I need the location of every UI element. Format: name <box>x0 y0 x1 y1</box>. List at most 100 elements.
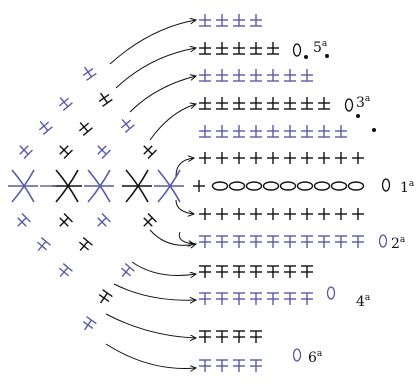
row-4-blue-stitch-2 <box>216 292 228 305</box>
chain-5 <box>279 181 297 191</box>
slip-stitch-dot-4 <box>372 128 376 132</box>
row-6-blue-stitch-4 <box>250 359 262 372</box>
upper-angled-stitch-3 <box>38 120 53 135</box>
row-2-blue-stitch-9 <box>335 235 347 248</box>
row-2-blue-stitch-4 <box>250 235 262 248</box>
row-top-b-stitch-1 <box>199 69 211 82</box>
row-bottom-black-b-stitch-3 <box>233 330 245 343</box>
row-top-c-stitch-5 <box>267 125 279 138</box>
row-3-black-stitch-6 <box>284 97 296 110</box>
row-2-blue-stitch-3 <box>233 235 245 248</box>
row-4-blue-stitch-3 <box>233 292 245 305</box>
curved-arrow-8 <box>131 261 196 276</box>
row-top-c-stitch-9 <box>335 125 347 138</box>
row-top-c-stitch-4 <box>250 125 262 138</box>
row-label-5-num: 5 <box>313 40 322 56</box>
row-upper-plus-stitch-5 <box>267 152 279 164</box>
lower-angled-stitch-9 <box>120 263 135 278</box>
curved-arrow-9 <box>113 283 196 300</box>
row-label-5: 5a <box>313 39 328 56</box>
row-5-black-stitch-5 <box>267 42 279 55</box>
curved-arrow-12 <box>178 231 194 244</box>
row-label-6-suffix: a <box>317 349 323 359</box>
row-2-blue-stitch-10 <box>352 235 364 248</box>
upper-angled-stitch-1 <box>82 66 97 81</box>
lower-angled-stitch-3 <box>58 263 73 278</box>
row-top-c-stitch-1 <box>199 125 211 138</box>
row-top-a-stitch-3 <box>233 14 245 27</box>
row-4-blue-stitch-1 <box>199 292 211 305</box>
row-upper-plus-stitch-6 <box>284 152 296 164</box>
curved-arrow-3 <box>129 76 196 113</box>
row-lower-plus-stitch-4 <box>250 208 262 220</box>
row-lower-plus-stitch-10 <box>352 208 364 220</box>
row-upper-plus-stitch-2 <box>216 152 228 164</box>
lower-angled-stitch-6 <box>78 237 93 252</box>
turning-chain-1 <box>381 178 391 192</box>
row-6-blue-stitch-1 <box>199 359 211 372</box>
row-lower-plus-stitch-7 <box>301 208 313 220</box>
row-label-1: 1a <box>400 179 415 196</box>
upper-angled-stitch-4 <box>19 145 33 159</box>
row-6-blue-stitch-3 <box>233 359 245 372</box>
turning-chain-4 <box>326 286 336 300</box>
curved-arrow-5 <box>175 158 194 177</box>
row-3-black-stitch-8 <box>318 97 330 110</box>
row-top-c-stitch-8 <box>318 125 330 138</box>
row-upper-plus-stitch-7 <box>301 152 313 164</box>
slip-stitch-dot-2 <box>325 54 329 58</box>
turning-chain-5 <box>292 43 302 57</box>
row-top-a-stitch-2 <box>216 14 228 27</box>
row-label-6: 6a <box>308 349 323 366</box>
row-upper-plus-stitch-10 <box>352 152 364 164</box>
row-top-a-stitch-1 <box>199 14 211 27</box>
foundation-start-stitch <box>193 180 205 192</box>
row-top-c-stitch-3 <box>233 125 245 138</box>
curved-arrow-2 <box>115 48 196 89</box>
chain-1 <box>211 181 229 191</box>
row-upper-plus-stitch-4 <box>250 152 262 164</box>
slip-stitch-dot-1 <box>304 55 308 59</box>
lower-angled-stitch-7 <box>98 289 113 304</box>
turning-chain-3 <box>344 98 354 112</box>
row-top-b-stitch-4 <box>250 69 262 82</box>
chain-4 <box>262 181 280 191</box>
row-2-blue-stitch-1 <box>199 235 211 248</box>
row-6-blue-stitch-2 <box>216 359 228 372</box>
row-bottom-black-b-stitch-4 <box>250 330 262 343</box>
row-top-c-stitch-6 <box>284 125 296 138</box>
upper-angled-stitch-2 <box>58 96 73 111</box>
turning-chain-2 <box>378 234 388 248</box>
row-bottom-black-a-stitch-5 <box>267 265 279 278</box>
row-3-black-stitch-4 <box>250 97 262 110</box>
row-3-black-stitch-7 <box>301 97 313 110</box>
row-4-blue-stitch-4 <box>250 292 262 305</box>
row-label-6-num: 6 <box>308 350 317 366</box>
row-top-b-stitch-5 <box>267 69 279 82</box>
upper-angled-stitch-8 <box>120 118 135 133</box>
upper-angled-stitch-7 <box>59 145 73 159</box>
row-label-3-num: 3 <box>356 95 365 111</box>
row-bottom-black-a-stitch-6 <box>284 265 296 278</box>
chain-8 <box>330 181 348 191</box>
row-label-2-suffix: a <box>400 235 406 245</box>
row-3-black-stitch-1 <box>199 97 211 110</box>
row-2-blue-stitch-6 <box>284 235 296 248</box>
lower-angled-stitch-10 <box>143 213 157 227</box>
row-lower-plus-stitch-9 <box>335 208 347 220</box>
row-5-black-stitch-2 <box>216 42 228 55</box>
row-bottom-black-a-stitch-4 <box>250 265 262 278</box>
row-bottom-black-a-stitch-7 <box>301 265 313 278</box>
row-label-3-suffix: a <box>365 94 371 104</box>
row-lower-plus-stitch-5 <box>267 208 279 220</box>
row-5-black-stitch-4 <box>250 42 262 55</box>
fan-2 <box>52 169 82 203</box>
upper-angled-stitch-10 <box>143 145 157 159</box>
curved-arrow-4 <box>149 104 196 141</box>
row-lower-plus-stitch-2 <box>216 208 228 220</box>
row-label-2-num: 2 <box>391 236 400 252</box>
row-3-black-stitch-2 <box>216 97 228 110</box>
row-top-c-stitch-7 <box>301 125 313 138</box>
row-4-blue-stitch-6 <box>284 292 296 305</box>
